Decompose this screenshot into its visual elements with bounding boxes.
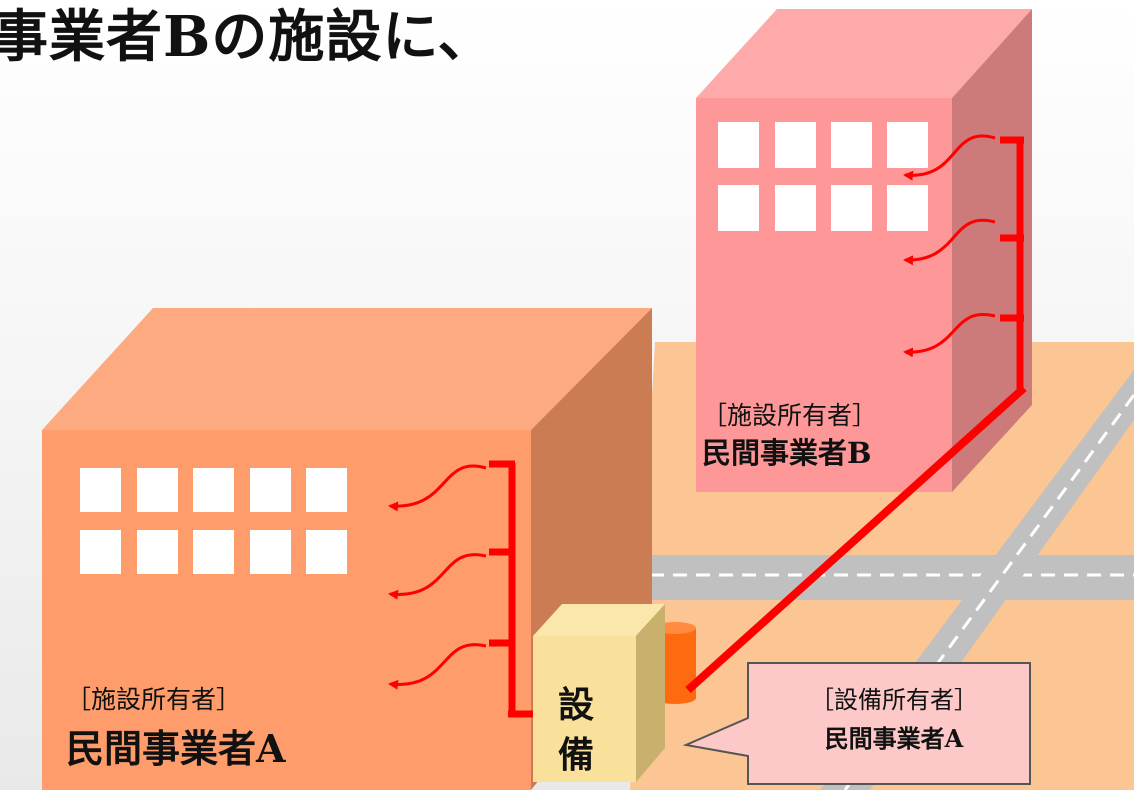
pipe-link	[685, 385, 1027, 693]
heat-arrow	[388, 553, 487, 600]
heat-arrows	[388, 134, 996, 690]
building-a-top	[42, 308, 652, 430]
equipment-box	[533, 604, 665, 782]
equipment-label-line2: 備	[558, 734, 595, 776]
road-horizontal	[650, 555, 1134, 600]
page-title: 事業者Bの施設に、	[0, 4, 495, 70]
building-b-windows	[718, 122, 928, 231]
callout-text: ［設備所有者］ 民間事業者A	[762, 680, 1026, 754]
heat-arrow	[388, 464, 487, 512]
equipment-label-line1: 設	[558, 684, 595, 726]
building-b	[696, 9, 1032, 492]
building-b-top	[696, 9, 1032, 98]
callout-role-label: ［設備所有者］	[810, 686, 978, 714]
building-a-owner-name: 民間事業者A	[66, 726, 286, 771]
heat-pipes	[489, 136, 1027, 718]
heat-arrow	[903, 312, 996, 358]
building-b-role-label: ［施設所有者］	[702, 401, 878, 430]
heat-arrow	[903, 218, 996, 266]
callout-owner-name: 民間事業者A	[824, 724, 964, 753]
heat-arrow	[903, 134, 996, 181]
building-a	[42, 308, 652, 790]
building-a-role-label: ［施設所有者］	[66, 685, 242, 714]
building-a-windows	[80, 468, 347, 574]
building-b-side	[952, 9, 1032, 492]
building-b-owner-name: 民間事業者B	[702, 436, 872, 470]
heat-arrow	[388, 643, 487, 690]
callout-box	[682, 662, 1031, 785]
